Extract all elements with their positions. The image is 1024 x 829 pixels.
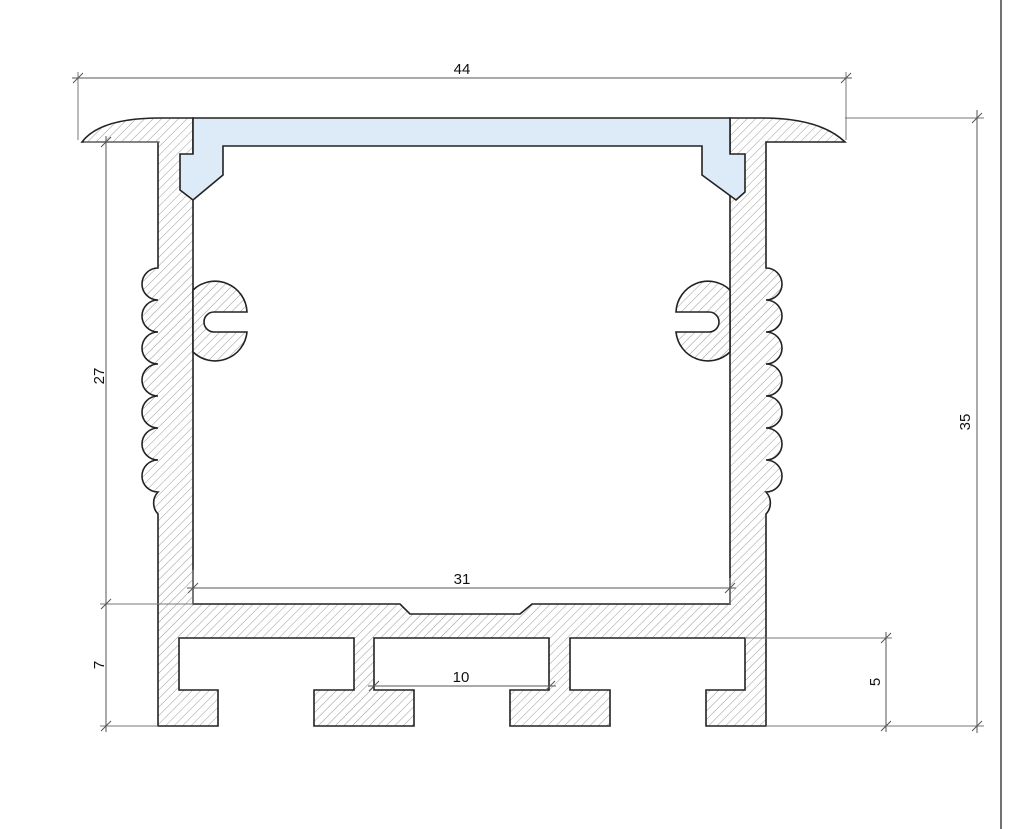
- foot-height-label: 5: [867, 678, 884, 686]
- overall-width-label: 44: [454, 61, 471, 78]
- diffuser-cover: [179, 117, 746, 202]
- body-height-label: 27: [91, 368, 108, 385]
- dimension-overall-width: 44: [72, 61, 852, 140]
- total-height-label: 35: [957, 414, 974, 431]
- channel-width-label: 10: [453, 669, 470, 686]
- dimension-base-height: 7: [91, 598, 158, 732]
- inner-width-label: 31: [454, 571, 471, 588]
- dimension-foot-height: 5: [745, 632, 892, 732]
- dimension-inner-width: 31: [187, 570, 736, 604]
- right-screw-channel: [675, 280, 731, 362]
- dimension-total-height: 35: [766, 110, 984, 733]
- aluminium-profile: [80, 117, 847, 727]
- base-height-label: 7: [91, 661, 108, 669]
- left-screw-channel: [192, 280, 248, 362]
- dimension-body-height: 27: [84, 136, 193, 610]
- dimension-channel-width: 10: [368, 669, 556, 692]
